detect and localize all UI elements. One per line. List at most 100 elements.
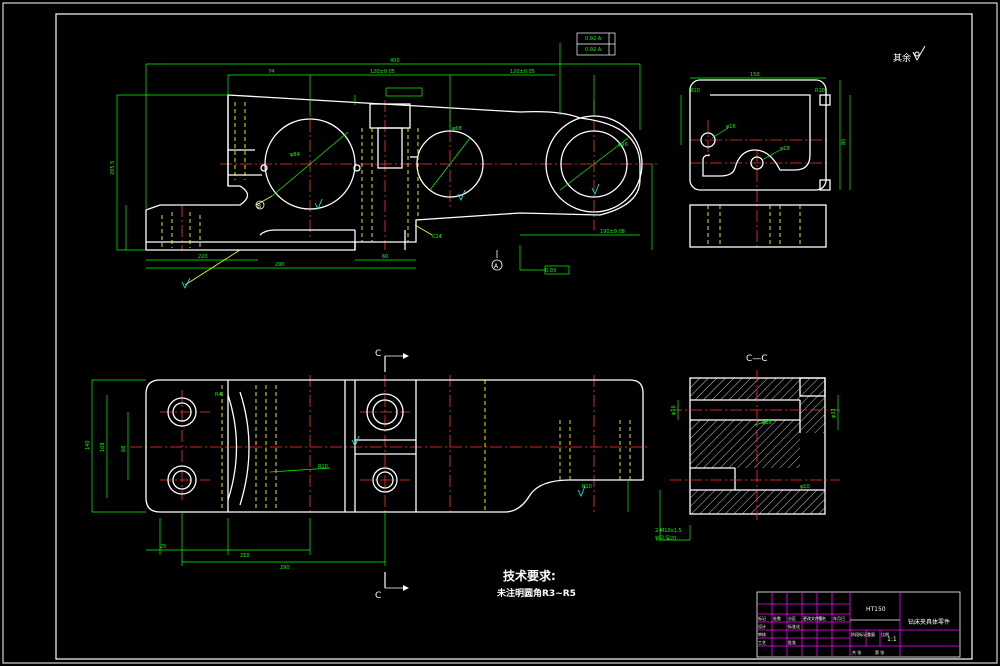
title-cell: 设计 (758, 623, 766, 629)
svg-text:400: 400 (390, 58, 400, 64)
svg-text:74: 74 (268, 69, 274, 75)
datum-triangle-icon (491, 250, 503, 271)
material-label: HT150 (866, 606, 886, 613)
title-cell: 更改文件号 (803, 615, 823, 621)
front-view: 400 74 120±0.05 120±0.05 205.5 220 290 6… (110, 32, 660, 289)
svg-text:60: 60 (382, 254, 388, 260)
part-name: 钻床夹具体零件 (908, 618, 950, 626)
section-outline (689, 377, 826, 515)
front-view-dimensions (116, 32, 653, 275)
bore-middle (416, 130, 484, 198)
top-view-outline (145, 379, 644, 513)
top-view-dimensions (91, 379, 629, 566)
title-cell: 处数 (773, 615, 781, 621)
scale-value: 1:1 (887, 636, 897, 643)
title-cell: 批准 (788, 639, 796, 645)
section-arrow-icon (403, 585, 409, 591)
section-view-cc: C—C (655, 354, 840, 542)
side-view-hidden-lines (707, 205, 801, 247)
top-view: 140 108 68 210 290 25 R4 R10 R10 (85, 375, 650, 571)
svg-text:0.03: 0.03 (545, 268, 556, 274)
inner-border (55, 13, 973, 660)
section-mark-bottom: C (375, 591, 381, 601)
svg-text:140: 140 (85, 440, 91, 450)
svg-text:108: 108 (100, 442, 106, 452)
section-dimensions (659, 395, 839, 541)
svg-text:φ68: φ68 (452, 126, 462, 132)
body-outline (145, 94, 641, 251)
title-cell: 标准化 (788, 623, 800, 629)
title-cell: 阶段标记 (851, 631, 867, 637)
front-view-outline (145, 94, 643, 251)
svg-text:150: 150 (750, 72, 760, 78)
svg-text:φ16: φ16 (726, 124, 736, 130)
section-title: C—C (746, 354, 768, 364)
svg-text:68: 68 (121, 446, 127, 452)
section-dimension-values: φ16 φ32 φ18 φ10 2-M10x1.5 钻孔深20 (655, 405, 837, 542)
bore-right-outer (545, 115, 643, 213)
title-cell: 年月日 (833, 615, 845, 621)
title-block-grid (756, 591, 961, 658)
top-view-centerlines (130, 375, 650, 515)
bore-left (264, 118, 356, 210)
title-cell: 共 张 (852, 649, 861, 655)
title-block: HT150 钻床夹具体零件 1:1 标记 处数 分区 更改文件号 签名 年月日 … (756, 591, 961, 658)
tech-requirements-title: 技术要求: (503, 568, 556, 583)
svg-text:R10: R10 (690, 88, 700, 94)
title-cell: 第 张 (875, 649, 884, 655)
svg-text:φ16: φ16 (671, 405, 677, 415)
section-centerlines (670, 370, 840, 520)
svg-text:120±0.05: 120±0.05 (510, 69, 535, 75)
svg-text:0.02 A: 0.02 A (585, 36, 602, 42)
title-cell: 审核 (758, 631, 766, 637)
svg-text:R10: R10 (318, 464, 328, 470)
top-view-hidden-lines (221, 380, 631, 512)
svg-text:220: 220 (198, 254, 208, 260)
side-view-centerlines (690, 120, 830, 250)
title-block-cell-labels: 标记 处数 分区 更改文件号 签名 年月日 设计 标准化 阶段标记 重量 比例 … (758, 615, 889, 655)
section-hatching (690, 378, 825, 514)
tech-requirements-note: 未注明圆角R3~R5 (496, 587, 576, 599)
title-cell: 重量 (867, 631, 875, 637)
svg-text:80: 80 (841, 139, 847, 145)
title-cell: 标记 (758, 615, 766, 621)
svg-text:210: 210 (240, 553, 250, 559)
svg-text:2-M10x1.5: 2-M10x1.5 (655, 528, 682, 534)
roughness-marks-top (351, 435, 586, 497)
title-cell: 分区 (788, 615, 796, 621)
svg-text:R10: R10 (815, 88, 825, 94)
svg-text:φ10: φ10 (800, 484, 810, 490)
title-cell: 比例 (881, 631, 889, 637)
title-cell: 签名 (818, 615, 826, 621)
front-view-dimension-values: 400 74 120±0.05 120±0.05 205.5 220 290 6… (110, 36, 628, 274)
svg-text:290: 290 (275, 262, 285, 268)
section-markers: C C (375, 349, 409, 601)
side-view-dimension-values: 150 φ16 φ18 80 R10 R10 (690, 72, 847, 152)
svg-text:φ96: φ96 (618, 142, 628, 148)
svg-text:φ18: φ18 (762, 420, 772, 426)
side-view-dimensions (680, 77, 851, 190)
roughness-symbol-icon (912, 45, 926, 62)
svg-text:205.5: 205.5 (110, 161, 116, 175)
detail-view-label: B (257, 203, 261, 210)
section-arrow-icon (403, 353, 409, 359)
title-cell: 工艺 (758, 640, 766, 645)
front-view-hidden-lines (161, 102, 419, 248)
svg-text:120±0.05: 120±0.05 (370, 69, 395, 75)
side-view-outline (689, 79, 831, 248)
svg-text:φ84: φ84 (290, 152, 300, 158)
svg-text:φ18: φ18 (780, 146, 790, 152)
svg-text:钻孔深20: 钻孔深20 (655, 535, 676, 542)
datum-label: A (494, 263, 499, 270)
svg-text:R4: R4 (215, 392, 222, 398)
svg-text:0.02 A: 0.02 A (585, 47, 602, 53)
top-view-dimension-values: 140 108 68 210 290 25 R4 R10 R10 (85, 392, 592, 571)
svg-text:C14: C14 (432, 234, 442, 240)
roughness-marks-front (181, 183, 600, 289)
section-mark-top: C (375, 349, 381, 359)
side-view: 150 φ16 φ18 80 R10 R10 (680, 72, 851, 250)
svg-text:R10: R10 (582, 484, 592, 490)
